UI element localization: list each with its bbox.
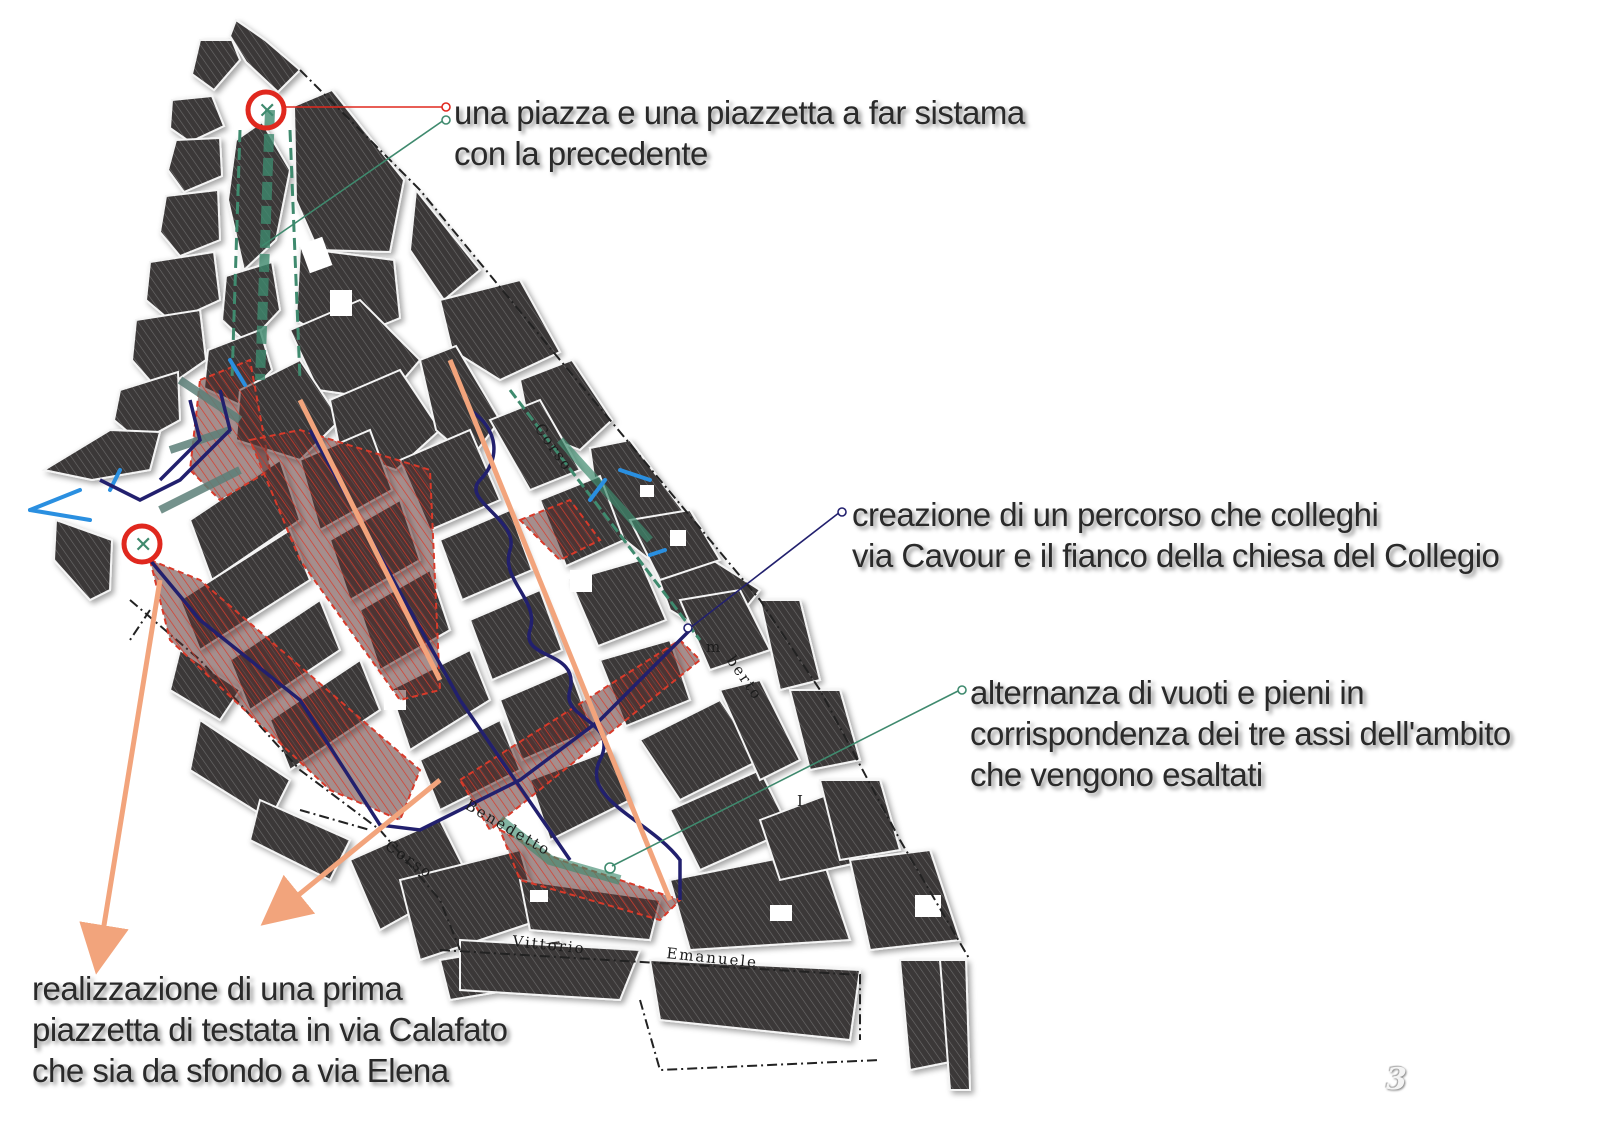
annotation-alternanza-line-2: corrispondenza dei tre assi dell'ambito xyxy=(970,715,1511,752)
blue-path xyxy=(99,389,692,900)
piazza-west-marker xyxy=(121,523,163,565)
blue-accents xyxy=(28,358,667,557)
piazza-west-cross-icon: ✕ xyxy=(134,533,152,558)
annotation-alternanza-line-3: che vengono esaltati xyxy=(970,756,1263,793)
annotation-alternanza: alternanza di vuoti e pieni in corrispon… xyxy=(970,672,1511,795)
annotation-piazza-line-1: una piazza e una piazzetta a far sistama xyxy=(454,94,1025,131)
orange-axes xyxy=(79,359,673,975)
courtyards xyxy=(299,236,941,921)
annotation-piazzetta-line-3: che sia da sfondo a via Elena xyxy=(32,1052,449,1089)
leader-lines xyxy=(261,102,967,874)
leader-green-bottom xyxy=(611,689,961,867)
annotation-piazzetta-line-1: realizzazione di una prima xyxy=(32,970,403,1007)
piazza-markers: ✕ ✕ xyxy=(121,89,287,565)
annotation-percorso-line-2: via Cavour e il fianco della chiesa del … xyxy=(852,537,1500,574)
street-edges xyxy=(129,69,971,1072)
annotation-piazzetta: realizzazione di una prima piazzetta di … xyxy=(32,968,508,1091)
annotation-percorso-line-1: creazione di un percorso che colleghi xyxy=(852,496,1379,533)
street-umberto-3: I xyxy=(797,792,805,810)
green-axis xyxy=(230,109,702,885)
piazza-top-marker xyxy=(245,89,287,131)
street-umberto-1: m xyxy=(706,638,722,656)
piazza-top-cross-icon: ✕ xyxy=(258,99,276,124)
annotation-percorso: creazione di un percorso che colleghi vi… xyxy=(852,494,1500,576)
building-blocks xyxy=(41,18,972,1091)
annotation-piazza-line-2: con la precedente xyxy=(454,135,708,172)
annotation-alternanza-line-1: alternanza di vuoti e pieni in xyxy=(970,674,1365,711)
annotation-piazza: una piazza e una piazzetta a far sistama… xyxy=(454,92,1025,174)
leader-green-top xyxy=(261,119,445,247)
page-number: 3 xyxy=(1386,1062,1407,1097)
leader-blue xyxy=(689,511,841,629)
annotation-piazzetta-line-2: piazzetta di testata in via Calafato xyxy=(32,1011,508,1048)
